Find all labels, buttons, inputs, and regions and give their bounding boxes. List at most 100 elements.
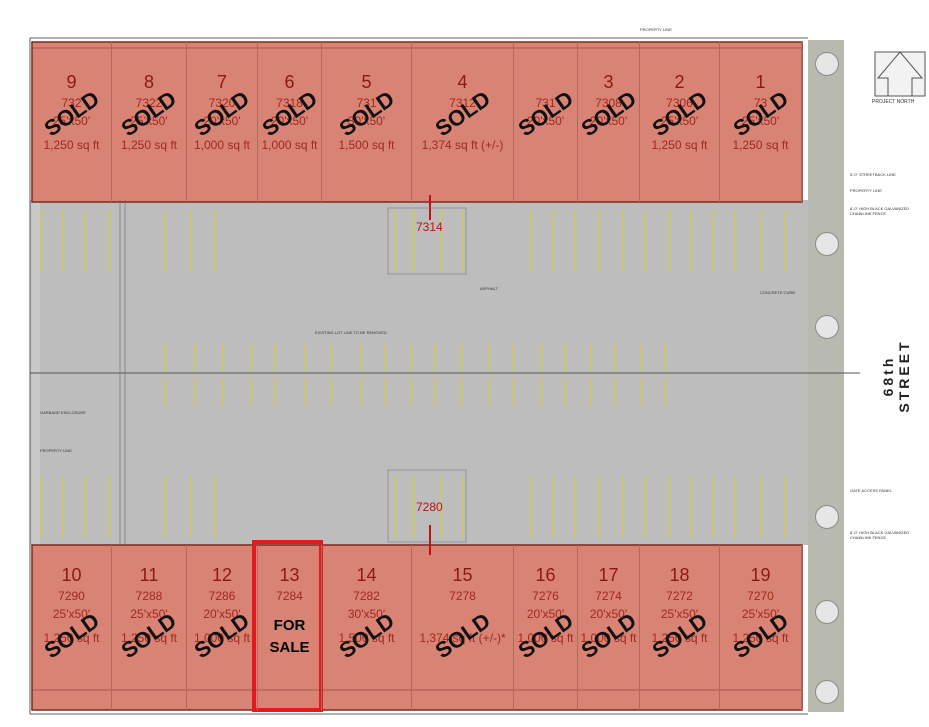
stall-line — [165, 210, 166, 272]
unit-number: 6 — [284, 72, 295, 92]
unit-dimensions: 20'x50' — [203, 114, 241, 128]
unit-dimensions: 25'x50' — [660, 607, 699, 621]
stall-line — [598, 210, 599, 272]
top-building-address: 7314 — [416, 220, 443, 234]
unit-area: 1,250 sq ft — [43, 138, 100, 152]
stall-line — [385, 344, 386, 372]
stall-line — [305, 344, 306, 372]
stall-line — [540, 378, 541, 406]
fence-note-2: 8'-0" HIGH BLACK GALVANIZED CHAINLINK FE… — [850, 530, 910, 540]
north-label: PROJECT NORTH — [872, 99, 915, 105]
stall-line — [640, 378, 641, 406]
unit-dimensions: 25'x50' — [660, 114, 699, 128]
sold-label: SOLD — [430, 607, 495, 664]
unit-dimensions: 25'x50' — [130, 607, 168, 621]
unit-address: 7312 — [449, 96, 476, 110]
stall-line — [530, 210, 531, 272]
stall-line — [435, 378, 436, 406]
unit-number: 12 — [211, 565, 233, 585]
stall-line — [488, 378, 489, 406]
stall-line — [195, 344, 196, 372]
sold-label: SOLD — [39, 85, 104, 142]
unit-dimensions: 25'x50' — [130, 114, 168, 128]
unit-address: 7272 — [666, 589, 693, 603]
bottom-building-address: 7280 — [416, 500, 443, 514]
stall-line — [165, 476, 166, 538]
unit-number: 10 — [61, 565, 82, 585]
unit-number: 17 — [598, 565, 619, 585]
unit-address: 7290 — [58, 589, 85, 603]
stall-line — [665, 378, 666, 406]
property-line-left-note: PROPERTY LINE — [40, 448, 72, 453]
stall-line — [540, 344, 541, 372]
stall-line — [275, 344, 276, 372]
property-line-right-note: PROPERTY LINE — [850, 188, 882, 193]
stall-line — [215, 476, 216, 538]
stall-line — [395, 210, 396, 272]
stall-line — [735, 210, 736, 272]
stall-line — [640, 344, 641, 372]
stall-line — [222, 344, 223, 372]
north-arrow-icon — [874, 51, 926, 97]
stall-line — [250, 378, 251, 406]
unit-area: 1,500 sq ft — [338, 138, 395, 152]
stall-line — [412, 210, 413, 272]
unit-address: 7288 — [135, 589, 163, 603]
unit-number: 18 — [669, 565, 690, 585]
unit-address: 732 — [61, 96, 82, 110]
garbage-note: GARBAGE ENCLOSURE — [40, 410, 86, 415]
stall-line — [712, 210, 713, 272]
unit-area: 1,250 sq ft — [120, 138, 178, 152]
stall-line — [575, 476, 576, 538]
unit-address: 7318 — [276, 96, 303, 110]
unit-dimensions: 25'x50' — [741, 607, 780, 621]
unit-dimensions: 20'x50' — [589, 114, 628, 128]
unit-area: 1,250 sq ft — [120, 631, 178, 645]
unit-area: 1,000 sq ft — [261, 138, 318, 152]
for-sale-label: FOR SALE — [269, 617, 310, 656]
stall-line — [85, 476, 86, 538]
stall-line — [462, 476, 463, 538]
unit-number: 13 — [279, 565, 300, 585]
unit-number: 7 — [216, 72, 227, 92]
tree-icon — [815, 315, 839, 339]
stall-line — [785, 210, 786, 272]
tree-icon — [815, 600, 839, 624]
stall-line — [85, 210, 86, 272]
unit-dimensions: 25'x50' — [52, 607, 91, 621]
stall-line — [760, 476, 761, 538]
stall-line — [512, 378, 513, 406]
stall-line — [590, 378, 591, 406]
stall-line — [222, 378, 223, 406]
gate-note: GATE ACCESS PANEL — [850, 488, 892, 493]
tree-icon — [815, 505, 839, 529]
stall-line — [360, 378, 361, 406]
stall-line — [330, 344, 331, 372]
unit-address: 7282 — [353, 589, 380, 603]
stall-line — [645, 210, 646, 272]
unit-area: 1,374 sq ft (+/-)* — [419, 631, 506, 645]
curb-note: CONCRETE CURB — [760, 290, 795, 295]
sold-label: SOLD — [647, 85, 712, 142]
tree-icon — [815, 52, 839, 76]
stall-line — [195, 378, 196, 406]
unit-address: 7276 — [532, 589, 559, 603]
stall-line — [690, 476, 691, 538]
unit-address: 7270 — [747, 589, 774, 603]
unit-area: 1,250 sq ft — [651, 631, 708, 645]
unit-address: 7286 — [208, 589, 236, 603]
unit-number: 11 — [139, 565, 159, 585]
unit-address: 7278 — [449, 589, 476, 603]
stall-line — [395, 476, 396, 538]
stall-line — [440, 210, 441, 272]
unit-address: 73 — [753, 96, 768, 110]
stall-line — [305, 378, 306, 406]
unit-address: 7284 — [276, 589, 303, 603]
stall-line — [690, 210, 691, 272]
